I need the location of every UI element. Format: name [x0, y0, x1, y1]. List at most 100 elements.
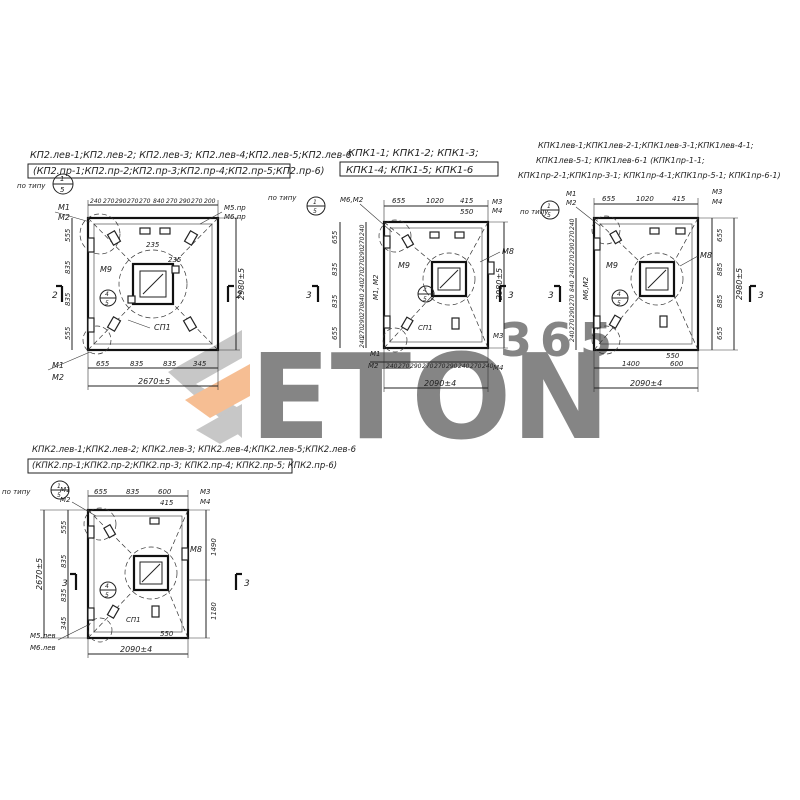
- kpk1lev-bottom-dim-1: 600: [670, 360, 684, 368]
- kpk2-section-right: 3: [244, 579, 250, 589]
- kpk2-po-tipu: по типу: [2, 488, 31, 496]
- eton-logo-icon: [168, 330, 250, 444]
- kp2-label-m9: М9: [100, 265, 112, 274]
- kpk2-top-dim-0: 655: [94, 488, 108, 496]
- kpk1-mid-bot: 5: [423, 296, 427, 303]
- kpk1lev-label-m8: М8: [700, 251, 712, 260]
- kpk1lev-right-dim-0: 655: [716, 228, 724, 242]
- kpk2-left-dim-3: 345: [60, 616, 68, 630]
- kp2-top-dim-8: 270: [191, 198, 203, 205]
- kpk2-label-m2: М2: [60, 496, 71, 504]
- kpk2-right-dim-1: 1180: [210, 602, 218, 620]
- kpk2-label-m8: М8: [190, 545, 202, 554]
- kpk1lev-bubble-bottom: 5: [547, 212, 551, 219]
- kpk1-total-dim: 2090±4: [424, 379, 456, 388]
- kp2-section-right: 2: [236, 291, 242, 301]
- kp2-label-m2-top: М2: [58, 213, 70, 222]
- kpk1-left-dim-1: 835: [331, 262, 339, 276]
- kpk1lev-label-m9: М9: [606, 261, 618, 270]
- kpk1-po-tipu: по типу: [268, 194, 297, 202]
- kpk2-total-dim: 2090±4: [120, 645, 152, 654]
- drawing-kpk1: КПК1-1; КПК1-2; КПК1-3; КПК1-4; КПК1-5; …: [268, 148, 514, 392]
- kpk2-title-line-2: (КПК2.пр-1;КПК2.пр-2;КПК2.пр-3; КПК2.пр-…: [32, 461, 337, 471]
- drawing-kpk1lev: КПК1лев-1;КПК1лев-2-1;КПК1лев-3-1;КПК1ле…: [518, 141, 781, 392]
- kp2-bubble-bottom: 5: [60, 186, 65, 194]
- kp2-mid-bot: 5: [105, 300, 109, 307]
- kpk1lev-total-dim: 2090±4: [630, 379, 662, 388]
- kpk2-top-dim-1: 835: [126, 488, 140, 496]
- kpk1-label-m6m2: М6,М2: [340, 196, 364, 204]
- kpk1lev-label-m4: М4: [712, 198, 723, 206]
- kpk1-label-m1-bot: М1: [370, 350, 381, 358]
- kp2-top-dim-6: 270: [166, 198, 178, 205]
- kp2-bubble-top: 1: [60, 175, 64, 183]
- kp2-title-line-1: КП2.лев-1;КП2.лев-2; КП2.лев-3; КП2.лев-…: [30, 150, 352, 161]
- kpk1-label-m9: М9: [398, 261, 410, 270]
- kpk1lev-bottom-dim-0: 1400: [622, 360, 640, 368]
- kpk1-bottom-small-3: 270: [422, 363, 434, 370]
- kpk1-left-small-1: 270: [359, 236, 366, 248]
- kpk2-bubble-bottom: 5: [57, 492, 61, 499]
- kpk1-bubble-top: 1: [313, 199, 317, 206]
- kp2-label-m6: М6.пр: [224, 213, 246, 221]
- kp2-label-m1-top: М1: [58, 203, 70, 212]
- kp2-top-dim-4: 270: [139, 198, 151, 205]
- kpk1-bubble-bottom: 5: [313, 208, 317, 215]
- kpk1lev-top-dim-0: 655: [602, 195, 616, 203]
- kpk2-left-dim-0: 555: [60, 520, 68, 534]
- kpk1-top-dim-3: 550: [460, 208, 474, 216]
- kp2-top-dim-0: 240: [90, 198, 102, 205]
- kpk1lev-left-small-0: 240: [569, 218, 576, 230]
- drawing-kp2: КП2.лев-1;КП2.лев-2; КП2.лев-3; КП2.лев-…: [17, 150, 352, 390]
- kpk1lev-left-small-5: 840: [569, 280, 576, 292]
- kpk1lev-right-dim: 2980±5: [735, 268, 744, 300]
- watermark-brand: ETON: [250, 328, 610, 466]
- kpk1lev-top-dim-1: 1020: [636, 195, 654, 203]
- kp2-right-dim: 2980±5: [237, 268, 246, 300]
- kpk2-top-dim-3: 415: [160, 499, 174, 507]
- kp2-bottom-dim-3: 345: [193, 360, 207, 368]
- kpk2-section-left: 3: [62, 579, 68, 589]
- kpk1-top-dim-2: 415: [460, 197, 474, 205]
- kp2-po-tipu: по типу: [17, 182, 46, 190]
- kpk2-label-m1: М1: [60, 486, 71, 494]
- kpk1-section-left: 3: [306, 291, 312, 301]
- kpk1lev-mid-bot: 5: [617, 300, 621, 307]
- kp2-top-dim-9: 200: [204, 198, 216, 205]
- kpk1lev-left-small-7: 290: [569, 306, 576, 318]
- kpk1-bottom-small-0: 240: [386, 363, 398, 370]
- kpk1-label-sp1: СП1: [418, 324, 433, 332]
- kpk1-bottom-small-2: 290: [410, 363, 422, 370]
- kpk2-left-total: 2670±5: [35, 558, 44, 590]
- kpk1lev-mid-top: 4: [617, 291, 621, 298]
- kpk2-mid-bot: 5: [105, 592, 109, 599]
- kp2-title-line-2: (КП2.пр-1;КП2.пр-2;КП2.пр-3;КП2.пр-4;КП2…: [33, 166, 324, 177]
- kp2-left-dim-0: 555: [64, 228, 72, 242]
- kpk2-top-dim-2: 600: [158, 488, 172, 496]
- kp2-bottom-dim-0: 655: [96, 360, 110, 368]
- kp2-top-dim-3: 270: [127, 198, 139, 205]
- kpk1lev-po-tipu: по типу: [520, 208, 549, 216]
- kpk1lev-top-dim-2: 415: [672, 195, 686, 203]
- kpk1-section-right: 3: [508, 291, 514, 301]
- kpk1-title-line-2: КПК1-4; КПК1-5; КПК1-6: [346, 165, 473, 176]
- kpk1lev-section-left: 3: [548, 291, 554, 301]
- kpk2-right-dim-0: 1490: [210, 538, 218, 556]
- kp2-top-dim-7: 290: [179, 198, 191, 205]
- kpk1-left-small-10: 240: [359, 336, 366, 348]
- kpk1-label-m3-bot: М3: [493, 332, 504, 340]
- kpk1-left-dim-0: 655: [331, 230, 339, 244]
- kpk1-label-m3: М3: [492, 198, 503, 206]
- kpk1-label-m4-bot: М4: [493, 364, 504, 372]
- kpk2-label-m6: М6.лев: [30, 644, 56, 652]
- kpk1-mid-top: 4: [423, 287, 427, 294]
- kpk1-bottom-small-4: 270: [434, 363, 446, 370]
- kpk1lev-left-small-3: 270: [569, 254, 576, 266]
- kpk2-left-dim-1: 835: [60, 554, 68, 568]
- kpk1lev-left-small-8: 270: [569, 318, 576, 330]
- drawing-kpk2: КПК2.лев-1;КПК2.лев-2; КПК2.лев-3; КПК2.…: [2, 445, 357, 658]
- kp2-top-dim-5: 840: [153, 198, 165, 205]
- kpk1-bottom-small-6: 240: [458, 363, 470, 370]
- kpk1lev-left-small-6: 270: [569, 294, 576, 306]
- kp2-label-m2-bot: М2: [52, 373, 64, 382]
